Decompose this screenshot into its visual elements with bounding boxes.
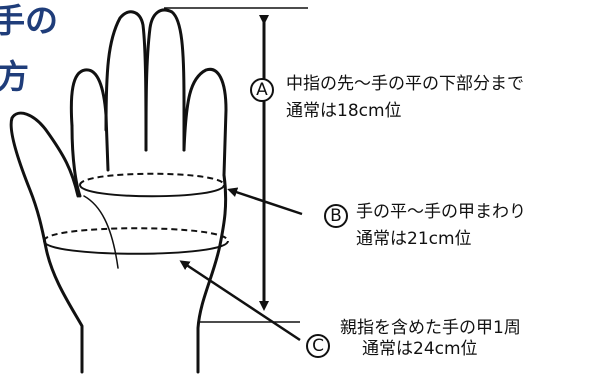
thumb-crease xyxy=(83,195,119,269)
measurement-c-typical: 通常は24cm位 xyxy=(362,339,478,360)
pointer-arrow-c xyxy=(179,260,301,342)
measurement-b-label: 手の平～手の甲まわり 通常は21cm位 xyxy=(356,202,526,251)
measurement-b-typical: 通常は21cm位 xyxy=(356,229,472,250)
measurement-c-label: 親指を含めた手の甲1周 通常は24cm位 xyxy=(340,318,521,361)
page-title-line-2: 方 xyxy=(0,57,29,96)
middle-finger xyxy=(144,8,186,152)
page-title-line-1: 手の xyxy=(0,1,58,40)
hand-circumference-loop xyxy=(43,227,229,255)
thumb xyxy=(9,111,84,374)
badge-b: B xyxy=(324,204,348,228)
palm-right xyxy=(196,173,228,374)
measurement-a-label: 中指の先～手の平の下部分まで 通常は18cm位 xyxy=(286,74,524,123)
index-finger xyxy=(182,67,228,177)
measurement-c-description: 親指を含めた手の甲1周 xyxy=(340,318,521,338)
little-finger xyxy=(69,68,110,172)
ring-finger xyxy=(104,10,148,152)
pointer-arrow-b xyxy=(227,187,303,216)
badge-c: C xyxy=(306,334,330,358)
measurement-a-typical: 通常は18cm位 xyxy=(286,101,402,122)
thumb-inner xyxy=(70,124,82,198)
hand-outline xyxy=(9,8,228,374)
badge-a: A xyxy=(250,78,274,102)
measurement-a-description: 中指の先～手の平の下部分まで xyxy=(286,74,524,94)
measurement-b-description: 手の平～手の甲まわり xyxy=(356,202,526,222)
palm-circumference-loop xyxy=(79,172,225,198)
